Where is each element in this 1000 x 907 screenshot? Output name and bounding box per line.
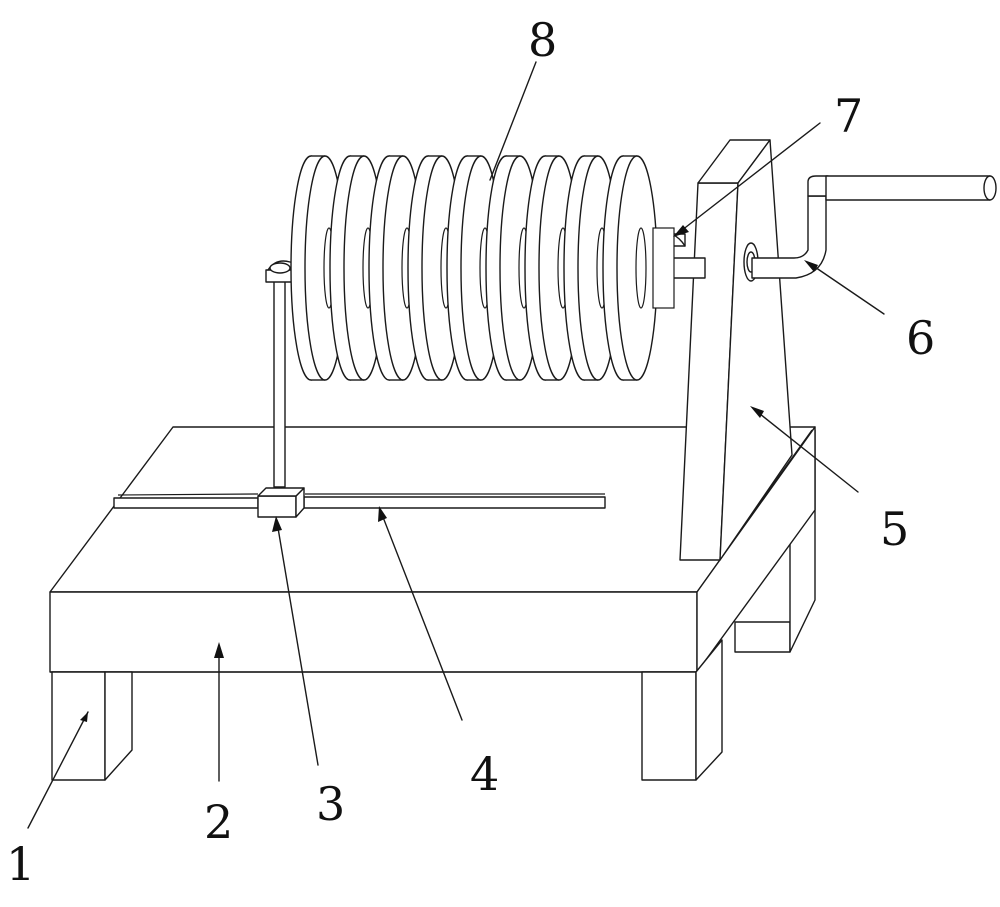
label-4: 4 [470,747,499,801]
guide-rail [113,493,606,509]
label-7: 7 [834,89,863,143]
leg-front-right [641,639,723,781]
leg-front-left [51,671,133,781]
label-6: 6 [906,311,935,365]
label-2: 2 [204,795,233,849]
leader-lines [27,61,885,829]
slider-rod [265,260,295,488]
label-8: 8 [528,13,557,67]
disc-9 [602,155,675,381]
label-1: 1 [6,837,35,891]
label-5: 5 [880,502,909,556]
crank-handle [751,175,997,279]
table-top [49,426,816,673]
disc-spool [290,155,675,381]
slider-block [257,487,305,518]
label-3: 3 [316,777,345,831]
